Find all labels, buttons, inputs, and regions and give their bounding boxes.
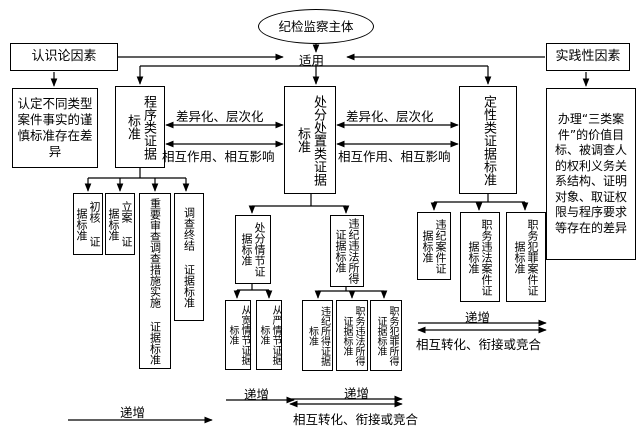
difference-label-left: 差异化、层次化: [176, 109, 264, 124]
duty-crime-case-box: 职务犯罪案件证据标准: [506, 212, 546, 302]
duty-violation-gains-box: 职务违法所得证据标准: [336, 300, 368, 371]
practical-factor-desc: 办理“三类案件”的价值目标、被调查人的权利义务关系结构、证明对象、取证权限与程序…: [546, 88, 636, 260]
lenient-circumstance-box: 从宽情节证据标准: [225, 300, 251, 370]
applies-label: 适用: [299, 53, 325, 68]
duty-crime-gains-box: 职务犯罪所得证据标准: [370, 300, 402, 371]
duty-violation-case-box: 职务违法案件证据标准: [460, 212, 500, 302]
procedural-child-initial-check: 初核 证据标准: [73, 193, 103, 255]
qualitative-standard-box: 定性类证据标准: [459, 86, 517, 194]
epistemological-factor-box: 认识论因素: [10, 43, 118, 71]
illegal-gains-standard-box: 违纪违法所得证据标准: [330, 215, 364, 287]
circumstances-standard-box: 处分情节证据标准: [235, 215, 271, 284]
procedural-child-measures: 重要审查调查措施实施 证据标准: [139, 193, 171, 369]
difference-label-right: 差异化、层次化: [346, 109, 434, 124]
increase-label-circumstances: 递增: [244, 387, 270, 402]
epistemological-factor-desc: 认定不同类型案件事实的谨慎标准存在差异: [12, 88, 98, 168]
strict-circumstance-box: 从严情节证据标准: [256, 300, 282, 370]
practical-factor-box: 实践性因素: [546, 43, 630, 71]
procedural-standard-box: 程序类证据标准: [115, 86, 165, 168]
transform-label-qualitative: 相互转化、衔接或竞合: [416, 337, 542, 352]
procedural-child-investigation-end: 调查终结 证据标准: [174, 193, 204, 321]
interaction-label-right: 相互作用、相互影响: [338, 149, 451, 164]
main-subject-node: 纪检监察主体: [258, 9, 374, 44]
interaction-label-left: 相互作用、相互影响: [162, 149, 275, 164]
discipline-gains-box: 违纪所得证据标准: [302, 300, 333, 371]
discipline-case-box: 违纪案件证据标准: [417, 212, 451, 280]
transform-label-gains: 相互转化、衔接或竞合: [293, 412, 419, 427]
disposal-standard-box: 处分处置类证据标准: [284, 86, 336, 194]
increase-label-procedural: 递增: [120, 405, 146, 420]
procedural-child-case-filing: 立案 证据标准: [105, 193, 135, 255]
increase-label-qualitative: 递增: [465, 310, 491, 325]
increase-label-gains: 递增: [344, 386, 370, 401]
